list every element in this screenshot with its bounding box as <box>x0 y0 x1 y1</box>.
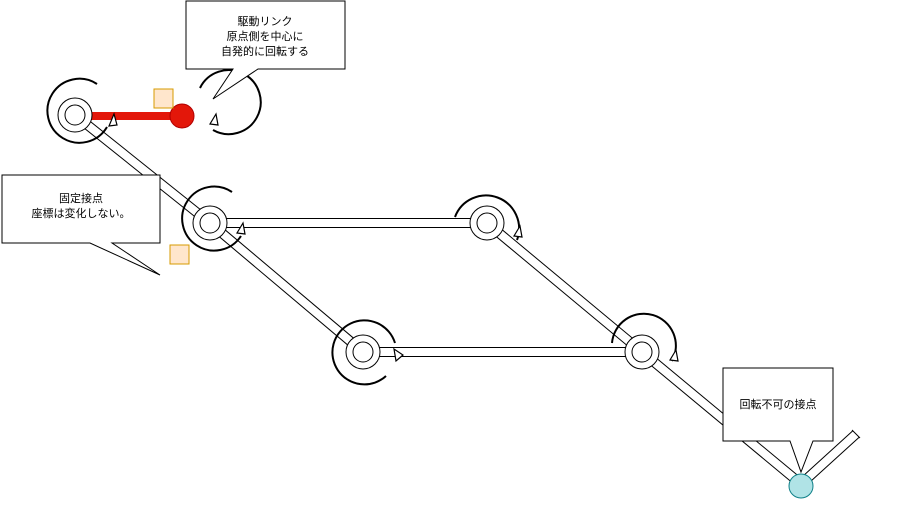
callout-driving-link-line-3: 自発的に回転する <box>221 44 309 58</box>
rotation-arc-icon <box>46 77 108 144</box>
callout-non-rotating-joint: 回転不可の接点 <box>722 367 834 474</box>
arrowhead-icon <box>393 347 404 363</box>
joint-left <box>192 205 228 241</box>
link-end-joint-free-arm <box>797 429 861 488</box>
callout-driving-link-line-2: 原点側を中心に <box>227 30 304 43</box>
rotation-arc-icon <box>331 319 396 386</box>
links <box>71 111 861 488</box>
link-left-to-bottom-joint <box>206 219 367 356</box>
rotation-arrowheads <box>108 112 679 363</box>
joint-top-right <box>469 205 505 241</box>
arrowhead-icon <box>513 224 523 238</box>
arrowhead-icon <box>209 112 219 126</box>
joint-base <box>57 97 93 133</box>
fixed-marker-driving <box>153 88 174 109</box>
arrowhead-icon <box>669 348 679 362</box>
joint-right <box>624 334 660 370</box>
fixed-markers <box>153 88 190 265</box>
link-base-to-left-joint <box>71 111 214 227</box>
rotation-arc-icon <box>181 185 242 252</box>
rotation-arc-icon <box>611 312 677 362</box>
rotation-arcs <box>46 69 677 386</box>
joint-bottom <box>345 334 381 370</box>
callout-driving-link: 駆動リンク 原点側を中心に 自発的に回転する <box>185 0 346 100</box>
callout-fixed-joint: 固定接点 座標は変化しない。 <box>1 174 161 276</box>
driving-link <box>90 103 195 129</box>
arrowhead-icon <box>236 221 246 235</box>
callout-non-rotating-joint-line-1: 回転不可の接点 <box>740 398 817 411</box>
rotation-arc-icon <box>454 194 520 241</box>
link-right-to-end-joint <box>638 348 805 488</box>
callout-driving-link-line-1: 駆動リンク <box>238 14 293 28</box>
link-top-right-to-right-joint <box>483 219 646 356</box>
joints <box>57 97 814 499</box>
rotation-arc-icon <box>199 69 262 136</box>
callout-fixed-joint-line-1: 固定接点 <box>59 191 103 205</box>
callout-fixed-joint-line-2: 座標は変化しない。 <box>32 206 131 220</box>
fixed-marker-joint <box>169 244 190 265</box>
arrowhead-icon <box>108 112 118 127</box>
driving-link-tip <box>169 103 195 129</box>
end-joint-non-rotating <box>788 473 814 499</box>
